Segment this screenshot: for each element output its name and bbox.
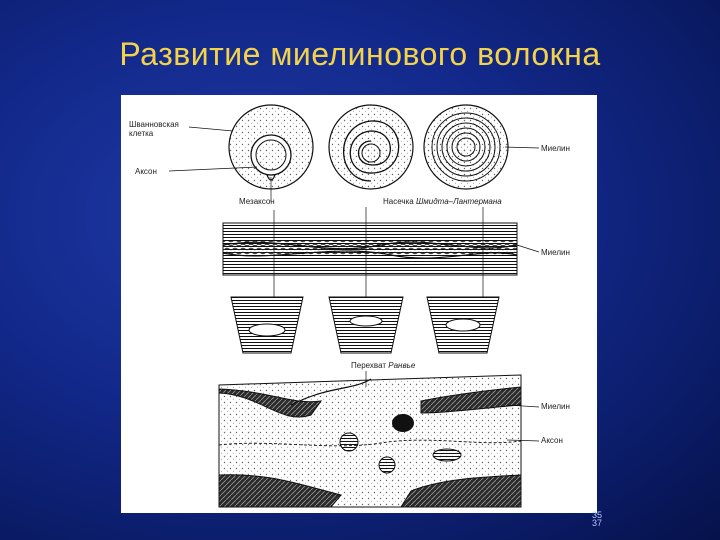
label-incisure-name: Шмидта–Лантермана xyxy=(415,197,502,206)
page-number: 35 37 xyxy=(592,510,603,528)
leader-lines-top xyxy=(168,126,540,202)
label-incisure: Насечка Шмидта–Лантермана xyxy=(383,197,502,206)
myelin-development-figure: Шванновская клетка Аксон Миелин Мезаксон… xyxy=(121,95,597,513)
label-schwann-cell-line1: Шванновская xyxy=(129,120,179,129)
label-myelin-middle: Миелин xyxy=(541,248,570,257)
label-node-name: Ранвье xyxy=(388,361,416,370)
label-schwann-cell-line2: клетка xyxy=(129,129,154,138)
cross-section-3 xyxy=(426,296,500,354)
schwann-cell-stage-3 xyxy=(423,104,509,190)
label-axon-top: Аксон xyxy=(135,167,157,176)
schwann-cell-stage-1 xyxy=(228,104,314,190)
leader-lines-middle xyxy=(273,207,540,297)
longitudinal-myelin-sheath xyxy=(222,222,518,276)
leader-lines-bottom xyxy=(365,371,540,442)
schwann-cell-stage-2 xyxy=(328,104,414,190)
label-node-prefix: Перехват xyxy=(351,361,389,370)
label-axon-bottom: Аксон xyxy=(541,436,563,445)
page-number-2: 37 xyxy=(592,518,603,528)
label-mesaxon: Мезаксон xyxy=(239,197,275,206)
label-incisure-prefix: Насечка xyxy=(383,197,416,206)
label-myelin-bottom: Миелин xyxy=(541,402,570,411)
cross-section-1 xyxy=(230,296,304,354)
slide-title: Развитие миелинового волокна xyxy=(119,36,601,72)
label-node: Перехват Ранвье xyxy=(351,361,415,370)
node-of-ranvier xyxy=(218,374,522,508)
cross-section-2 xyxy=(328,296,404,354)
label-myelin-top: Миелин xyxy=(541,144,570,153)
page-number-1: 35 xyxy=(592,510,603,520)
figure-drawing xyxy=(168,104,540,508)
